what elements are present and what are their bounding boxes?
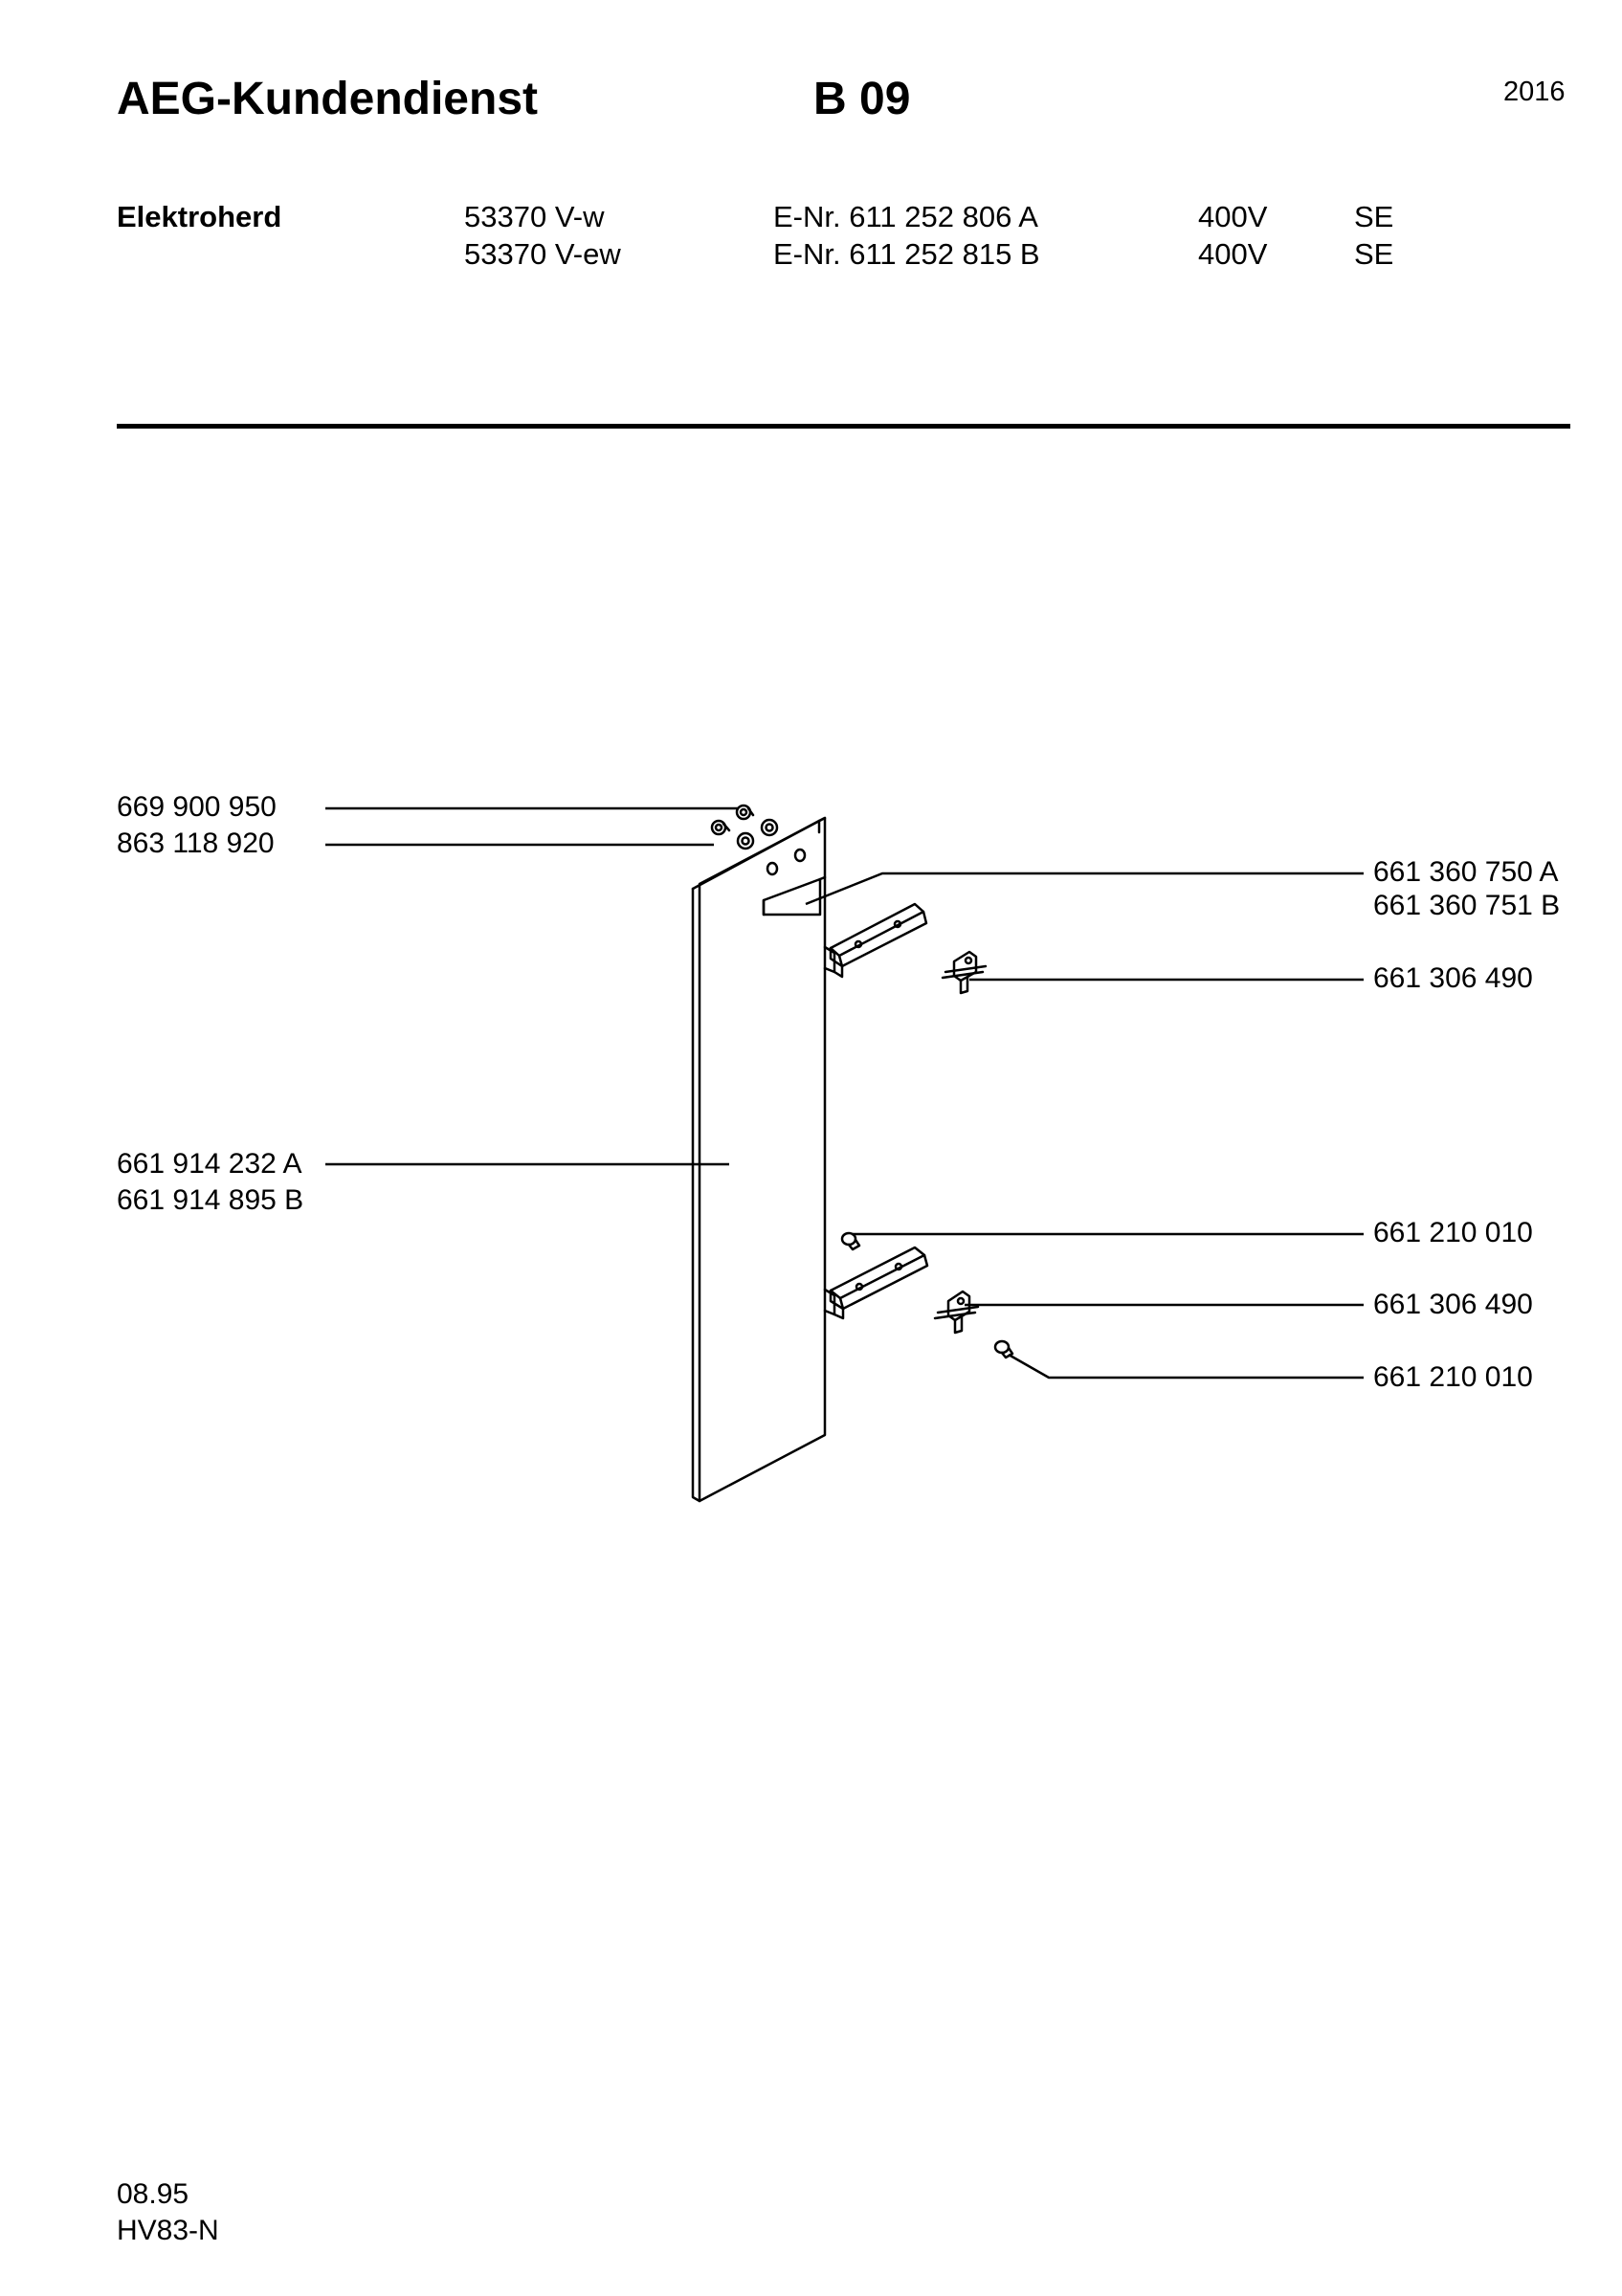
year: 2016 [1503, 77, 1566, 107]
leader-line [805, 872, 1364, 906]
washer-part [736, 831, 755, 850]
header-divider [117, 424, 1570, 429]
footer-ref: HV83-N [117, 2215, 219, 2246]
variant-enr: E-Nr. 611 252 815 B [773, 237, 1040, 271]
variant-row: 53370 V-w E-Nr. 611 252 806 A 400V SE [0, 198, 1622, 235]
variant-country: SE [1354, 237, 1394, 271]
device-label: Elektroherd [117, 200, 282, 233]
top-block [762, 877, 822, 916]
screw-part [735, 804, 755, 821]
variant-model: 53370 V-w [464, 200, 605, 233]
part-label: 863 118 920 [117, 828, 275, 859]
part-label: 661 306 490 [1373, 962, 1533, 994]
variant-voltage: 400V [1198, 200, 1268, 233]
panel-hole [793, 848, 807, 863]
part-label: 661 360 750 A [1373, 856, 1559, 888]
variant-enr: E-Nr. 611 252 806 A [773, 200, 1038, 233]
part-label: 661 360 751 B [1373, 890, 1561, 921]
part-label: 661 210 010 [1373, 1217, 1533, 1248]
pin-part-middle [840, 1231, 861, 1251]
part-label: 661 914 232 A [117, 1148, 302, 1180]
page-title: AEG-Kundendienst [117, 74, 538, 124]
variant-row: 53370 V-ew E-Nr. 611 252 815 B 400V SE [0, 235, 1622, 273]
side-panel [698, 816, 827, 1503]
hinge-bracket-lower [823, 1246, 929, 1320]
diagram-code: B 09 [813, 74, 911, 124]
clip-part-upper [941, 950, 988, 995]
washer-part [760, 818, 779, 837]
leader-line [1008, 1353, 1364, 1380]
panel-hole [766, 861, 779, 876]
part-label: 661 306 490 [1373, 1289, 1533, 1320]
hinge-bracket-upper [823, 902, 928, 979]
variant-voltage: 400V [1198, 237, 1268, 271]
part-label: 661 210 010 [1373, 1361, 1533, 1393]
screw-part [710, 819, 731, 836]
part-label: 669 900 950 [117, 791, 277, 823]
variant-country: SE [1354, 200, 1394, 233]
clip-part-lower [933, 1290, 980, 1335]
side-panel-edge [691, 887, 701, 1503]
variant-model: 53370 V-ew [464, 237, 621, 271]
part-label: 661 914 895 B [117, 1184, 304, 1216]
footer-date: 08.95 [117, 2178, 189, 2210]
